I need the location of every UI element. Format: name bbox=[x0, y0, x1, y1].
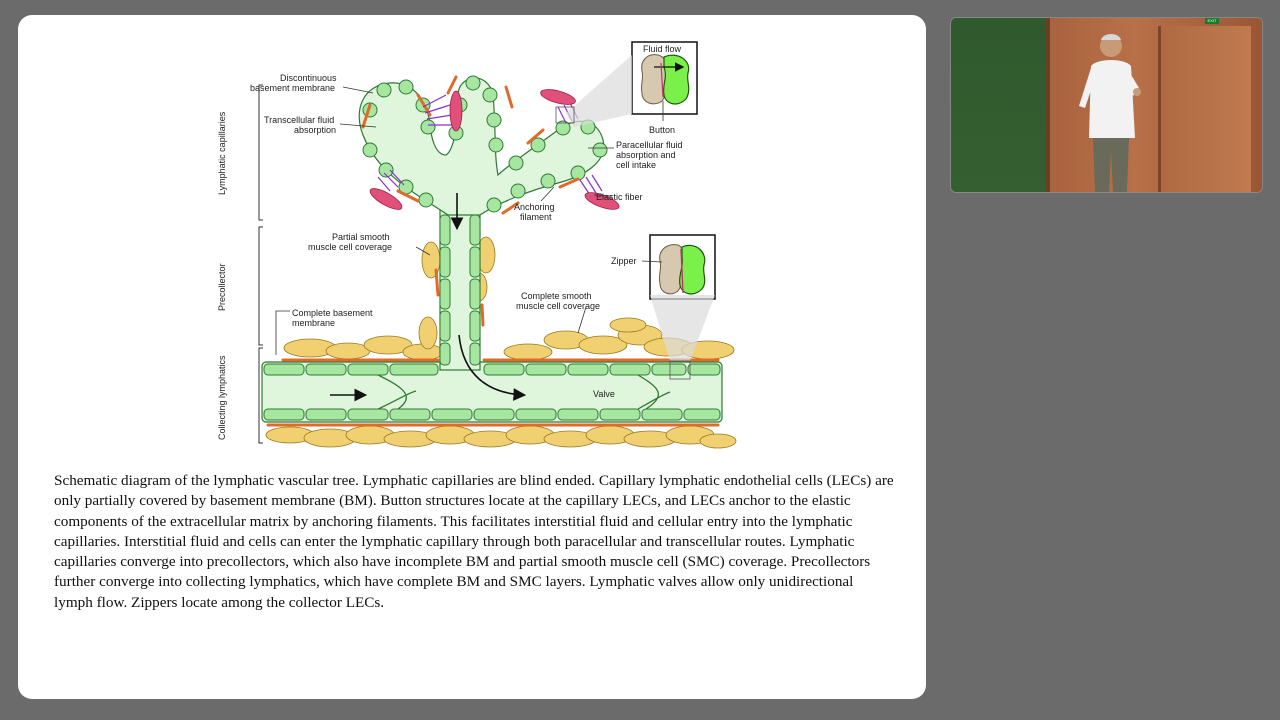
label-discontinuous-bm-1: Discontinuous bbox=[280, 73, 337, 83]
label-partial-smc-1: Partial smooth bbox=[332, 232, 390, 242]
leader-lines bbox=[275, 86, 614, 355]
inset-zipper bbox=[649, 234, 716, 300]
section-label-precollector: Precollector bbox=[217, 263, 227, 311]
label-fluid-flow: Fluid flow bbox=[643, 44, 682, 54]
label-paracellular-1: Paracellular fluid bbox=[616, 140, 683, 150]
inset-zipper-connector bbox=[650, 295, 715, 361]
inset-zipper-source bbox=[669, 360, 691, 380]
slide: Lymphatic capillaries Precollector Colle… bbox=[18, 15, 926, 699]
label-discontinuous-bm-2: basement membrane bbox=[250, 83, 335, 93]
exit-sign: EXIT bbox=[1205, 18, 1219, 24]
inset-fluid-flow bbox=[631, 41, 698, 115]
anchoring-filaments bbox=[369, 89, 620, 210]
endothelial-cells bbox=[263, 75, 721, 421]
label-zipper: Zipper bbox=[611, 256, 637, 266]
greenboard bbox=[951, 18, 1050, 192]
label-partial-smc-2: muscle cell coverage bbox=[308, 242, 392, 252]
lymphatic-diagram: Lymphatic capillaries Precollector Colle… bbox=[217, 41, 737, 449]
valves bbox=[377, 374, 671, 410]
section-label-capillaries: Lymphatic capillaries bbox=[217, 111, 227, 195]
label-paracellular-2: absorption and bbox=[616, 150, 676, 160]
presenter-video[interactable]: EXIT bbox=[950, 17, 1263, 193]
door bbox=[1158, 26, 1251, 192]
label-transcellular-2: absorption bbox=[294, 125, 336, 135]
section-label-collecting: Collecting lymphatics bbox=[217, 355, 227, 440]
label-elastic-fiber: Elastic fiber bbox=[596, 192, 643, 202]
smooth-muscle-cells bbox=[265, 236, 737, 449]
inset-fluid-flow-source bbox=[555, 106, 575, 124]
label-anchoring-2: filament bbox=[520, 212, 552, 222]
label-complete-bm-2: membrane bbox=[292, 318, 335, 328]
flow-arrows bbox=[330, 193, 527, 402]
label-complete-smc-2: muscle cell coverage bbox=[516, 301, 600, 311]
label-anchoring-1: Anchoring bbox=[514, 202, 555, 212]
label-complete-bm-1: Complete basement bbox=[292, 308, 373, 318]
figure-caption: Schematic diagram of the lymphatic vascu… bbox=[54, 472, 894, 611]
presenter-figure bbox=[1079, 34, 1141, 192]
label-paracellular-3: cell intake bbox=[616, 160, 656, 170]
label-complete-smc-1: Complete smooth bbox=[521, 291, 592, 301]
label-button: Button bbox=[649, 125, 675, 135]
label-valve: Valve bbox=[593, 389, 615, 399]
label-transcellular-1: Transcellular fluid bbox=[264, 115, 334, 125]
section-brackets bbox=[258, 84, 263, 444]
inset-fluid-flow-connector bbox=[566, 55, 632, 127]
